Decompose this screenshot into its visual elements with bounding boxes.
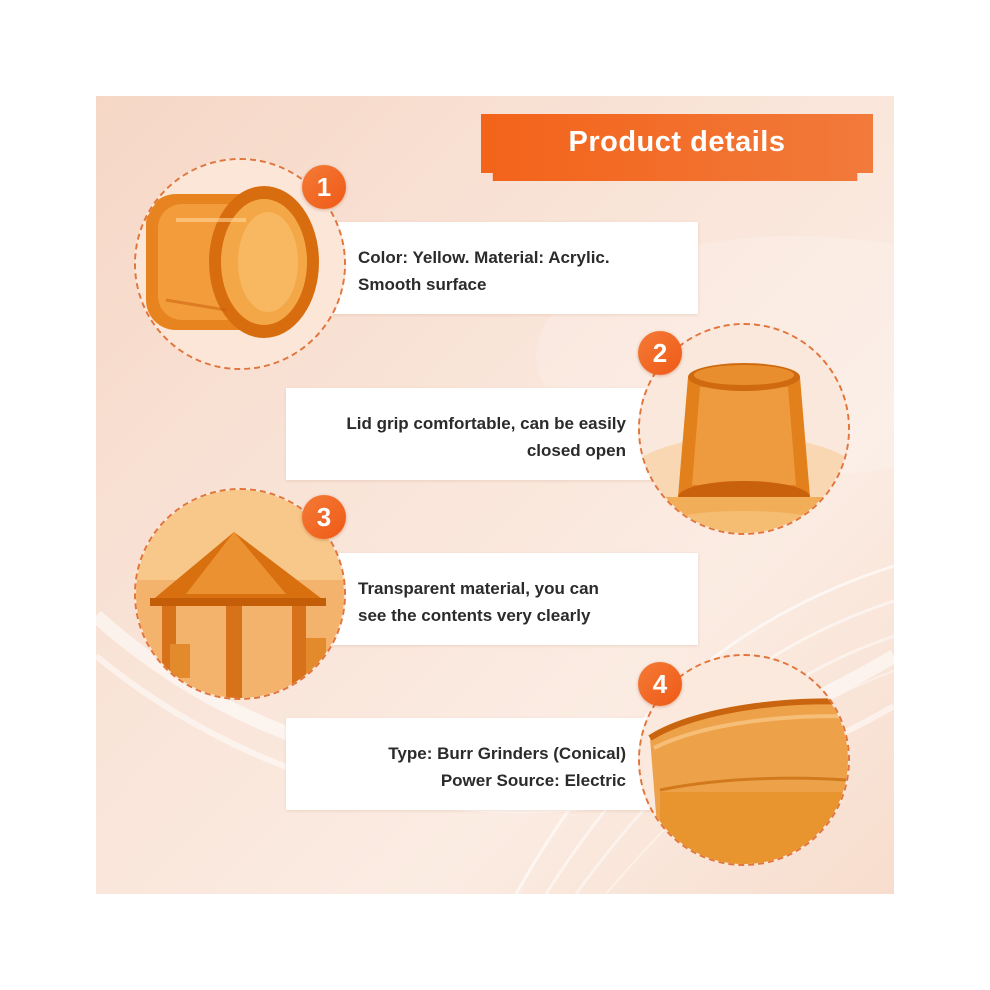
detail-image-circle-4 — [638, 654, 850, 866]
step-number-badge-3: 3 — [302, 495, 346, 539]
detail-text-line: Power Source: Electric — [440, 771, 626, 790]
step-number-badge-4: 4 — [638, 662, 682, 706]
detail-text-line: Type: Burr Grinders (Conical) — [388, 744, 626, 763]
detail-image-circle-1 — [134, 158, 346, 370]
section-title-banner: Product details — [481, 114, 873, 181]
detail-image-circle-2 — [638, 323, 850, 535]
product-details-panel: Product details Color: Yellow. Material:… — [96, 96, 894, 894]
detail-card-3: Transparent material, you can see the co… — [328, 553, 698, 645]
detail-card-4: Type: Burr Grinders (Conical) Power Sour… — [286, 718, 656, 810]
section-title: Product details — [568, 126, 786, 158]
acrylic-ring-icon — [136, 160, 344, 368]
detail-text-line: Color: Yellow. Material: Acrylic. — [358, 248, 610, 267]
detail-text-line: closed open — [526, 441, 626, 460]
detail-card-1: Color: Yellow. Material: Acrylic. Smooth… — [328, 222, 698, 314]
detail-text-line: Transparent material, you can — [358, 579, 599, 598]
detail-text-line: Lid grip comfortable, can be easily — [346, 414, 626, 433]
step-number-badge-1: 1 — [302, 165, 346, 209]
detail-text-line: Smooth surface — [358, 275, 487, 294]
detail-text-line: see the contents very clearly — [358, 606, 591, 625]
step-number-badge-2: 2 — [638, 331, 682, 375]
lid-cap-icon — [640, 325, 848, 533]
detail-card-2: Lid grip comfortable, can be easily clos… — [286, 388, 656, 480]
